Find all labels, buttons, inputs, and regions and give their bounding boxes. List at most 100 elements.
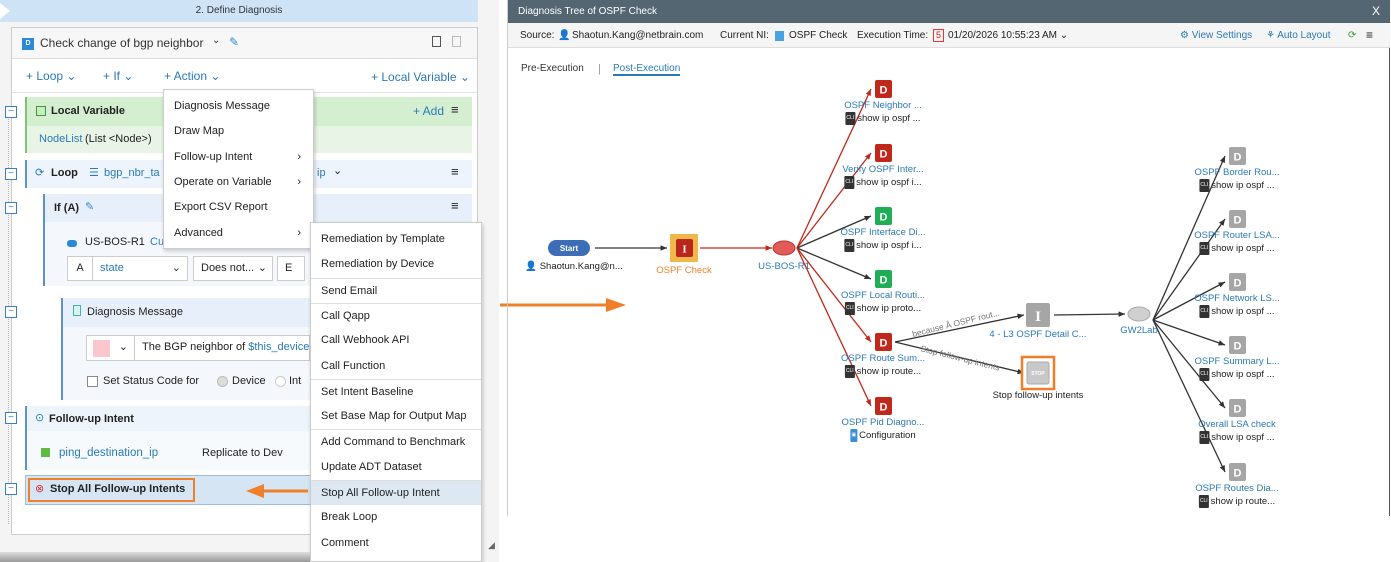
edit-icon[interactable]: ✎ — [85, 201, 95, 213]
diagnosis-node[interactable] — [1229, 210, 1246, 228]
tab-post-execution[interactable]: Post-Execution — [613, 63, 681, 76]
device-label[interactable]: US-BOS-R1 — [758, 261, 810, 272]
diagnosis-node[interactable] — [875, 270, 892, 288]
diagnosis-node[interactable] — [875, 397, 892, 415]
edit-icon[interactable]: ✎ — [229, 35, 240, 49]
intent-label[interactable]: OSPF Check — [656, 265, 712, 276]
menu-icon[interactable]: ≡ — [451, 164, 459, 179]
diagnosis-name[interactable]: Check change of bgp neighbor — [40, 36, 204, 50]
add-local-variable-button[interactable]: + Local Variable ⌄ — [371, 70, 470, 84]
diagnosis-node-label[interactable]: OSPF Interface Di... — [840, 227, 926, 238]
submenu-item-add-command-to-benchmark[interactable]: Add Command to Benchmark — [311, 429, 481, 454]
variable-name[interactable]: NodeList — [39, 133, 83, 145]
submenu-item-call-qapp[interactable]: Call Qapp — [311, 302, 481, 328]
menu-item-label: Call Webhook API — [321, 334, 410, 347]
status-code-checkbox[interactable] — [87, 376, 98, 387]
followup-intent-label[interactable]: 4 - L3 OSPF Detail C... — [989, 329, 1087, 340]
add-loop-button[interactable]: + Loop ⌄ — [26, 69, 77, 83]
diagnosis-node[interactable] — [1229, 399, 1246, 417]
menu-icon[interactable]: ≡ — [451, 198, 459, 213]
start-node[interactable] — [548, 240, 590, 256]
submenu-item-remediation-by-template[interactable]: Remediation by Template — [311, 227, 481, 252]
chevron-down-icon[interactable]: ⌄ — [333, 165, 343, 177]
intent-node[interactable] — [676, 239, 693, 257]
menu-item-advanced[interactable]: Advanced› — [164, 221, 313, 246]
submenu-item-update-adt-dataset[interactable]: Update ADT Dataset — [311, 455, 481, 480]
menu-icon[interactable]: ≡ — [451, 102, 459, 117]
diagnosis-node-label[interactable]: Verify OSPF Inter... — [842, 164, 924, 175]
menu-icon[interactable]: ≡ — [1366, 28, 1374, 42]
collapse-button[interactable]: − — [5, 202, 17, 214]
diagnosis-node-label[interactable]: OSPF Pid Diagno... — [841, 417, 925, 428]
menu-item-diagnosis-message[interactable]: Diagnosis Message — [164, 94, 313, 119]
diagnosis-node-label[interactable]: OSPF Summary L... — [1194, 356, 1280, 367]
menu-item-follow-up-intent[interactable]: Follow-up Intent› — [164, 145, 313, 170]
diagnosis-node-label[interactable]: OSPF Network LS... — [1194, 293, 1280, 304]
chevron-down-icon[interactable]: ⌄ — [212, 35, 221, 46]
stop-label[interactable]: Stop follow-up intents — [992, 390, 1084, 401]
add-action-button[interactable]: + Action ⌄ — [164, 69, 221, 83]
diagnosis-node-label[interactable]: OSPF Route Sum... — [841, 353, 925, 364]
loop-field[interactable]: ip — [317, 167, 326, 179]
diagnosis-node-label[interactable]: OSPF Routes Dia... — [1195, 483, 1279, 494]
diagnosis-node[interactable] — [875, 144, 892, 162]
submenu-item-comment[interactable]: Comment — [311, 531, 481, 556]
device-radio[interactable] — [217, 376, 228, 387]
diagnosis-node-label[interactable]: OSPF Router LSA... — [1194, 230, 1280, 241]
paste-icon[interactable] — [452, 36, 461, 47]
diagnosis-node-label[interactable]: Overall LSA check — [1198, 419, 1276, 430]
condition-field-select[interactable]: state⌄ — [92, 256, 188, 281]
collapse-button[interactable]: − — [5, 412, 17, 424]
gw-label[interactable]: GW2Lab — [1120, 325, 1158, 336]
add-variable-button[interactable]: + Add — [413, 104, 445, 118]
diagnosis-node[interactable] — [875, 207, 892, 225]
edge-gw-ospf-router-lsa — [1152, 218, 1226, 321]
tab-pre-execution[interactable]: Pre-Execution — [521, 63, 584, 74]
diagnosis-node[interactable] — [875, 333, 892, 351]
submenu-item-send-email[interactable]: Send Email — [311, 277, 481, 303]
collapse-button[interactable]: − — [5, 306, 17, 318]
chevron-right-icon: › — [297, 226, 301, 239]
collapse-button[interactable]: − — [5, 168, 17, 180]
collapse-button[interactable]: − — [5, 483, 17, 495]
router-icon[interactable] — [772, 240, 796, 256]
close-button[interactable]: X — [1371, 4, 1380, 18]
loop-table[interactable]: bgp_nbr_ta — [104, 167, 160, 179]
follow-up-variable[interactable]: ping_destination_ip — [59, 447, 159, 459]
copy-icon[interactable] — [432, 36, 441, 47]
diagnosis-node-label[interactable]: OSPF Local Routi... — [841, 290, 925, 301]
submenu-item-call-function[interactable]: Call Function — [311, 354, 481, 379]
router-icon[interactable] — [1127, 306, 1151, 322]
color-select[interactable]: ⌄ — [86, 335, 135, 361]
refresh-icon[interactable]: ⟳ — [1348, 30, 1357, 41]
submenu-item-set-base-map-for-output-map[interactable]: Set Base Map for Output Map — [311, 404, 481, 429]
submenu-item-call-webhook-api[interactable]: Call Webhook API — [311, 328, 481, 353]
diagnosis-node[interactable] — [875, 80, 892, 98]
add-if-button[interactable]: + If ⌄ — [103, 69, 134, 83]
stop-node[interactable] — [1026, 361, 1050, 385]
execution-time-select[interactable]: 01/20/2026 10:55:23 AM ⌄ — [948, 30, 1069, 41]
start-user[interactable]: 👤 Shaotun.Kang@n... — [525, 261, 623, 272]
followup-intent-node[interactable] — [1026, 303, 1050, 327]
submenu-item-break-loop[interactable]: Break Loop — [311, 505, 481, 530]
diagnosis-node[interactable] — [1229, 336, 1246, 354]
diagnosis-node-label[interactable]: OSPF Neighbor ... — [844, 100, 922, 111]
diagnosis-node[interactable] — [1229, 463, 1246, 481]
submenu-item-stop-all-follow-up-intent[interactable]: Stop All Follow-up Intent — [311, 480, 481, 505]
condition-operator-select[interactable]: Does not...⌄ — [193, 256, 273, 281]
auto-layout-button[interactable]: ⚘ Auto Layout — [1266, 30, 1331, 41]
condition-value[interactable]: E — [277, 256, 305, 281]
interface-radio[interactable] — [275, 376, 286, 387]
diagnosis-node-label[interactable]: OSPF Border Rou... — [1194, 167, 1280, 178]
menu-item-draw-map[interactable]: Draw Map — [164, 119, 313, 144]
menu-item-operate-on-variable[interactable]: Operate on Variable› — [164, 170, 313, 195]
submenu-item-set-intent-baseline[interactable]: Set Intent Baseline — [311, 378, 481, 404]
submenu-item-remediation-by-device[interactable]: Remediation by Device — [311, 252, 481, 277]
diagnosis-node[interactable] — [1229, 147, 1246, 165]
view-settings-button[interactable]: ⚙ View Settings — [1180, 30, 1253, 41]
menu-item-export-csv-report[interactable]: Export CSV Report — [164, 195, 313, 220]
diagnosis-node[interactable] — [1229, 273, 1246, 291]
message-input[interactable]: The BGP neighbor of $this_device — [134, 335, 310, 361]
resize-grip-icon[interactable]: ◢ — [488, 540, 495, 550]
collapse-button[interactable]: − — [5, 106, 17, 118]
